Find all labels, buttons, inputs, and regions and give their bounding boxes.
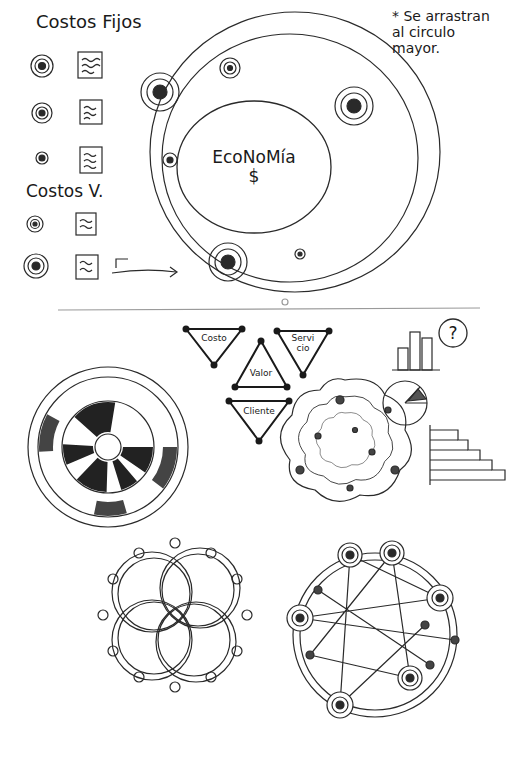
- pie-chart: [383, 381, 427, 425]
- vertex-dot: [284, 384, 291, 391]
- margin-note: * Se arrastran al circulo mayor.: [392, 8, 492, 56]
- circle-outline: [177, 101, 331, 233]
- overlap-circles: [98, 538, 252, 692]
- service-triangle: Servi cio: [274, 328, 332, 378]
- vertex-dot: [211, 362, 218, 369]
- vertex-dot: [226, 398, 233, 405]
- divider-line: [58, 308, 480, 310]
- triangle-outline: [277, 331, 329, 375]
- bar-chart: [392, 332, 440, 370]
- segmented-target: [28, 367, 188, 527]
- vertex-dot: [239, 326, 246, 333]
- drag-arrow: [112, 259, 177, 277]
- value-triangle: Valor: [232, 338, 290, 390]
- triangle-outline: [235, 341, 287, 387]
- vertex-dot: [300, 372, 307, 379]
- node-label: Cliente: [243, 407, 275, 417]
- node-text-box: EcoNoMía$: [195, 129, 314, 204]
- triangle-outline: [229, 401, 289, 441]
- stair-chart: [430, 425, 505, 485]
- circle-outline: [439, 319, 467, 347]
- vertex-dot: [256, 438, 263, 445]
- squiggle-box: [76, 52, 102, 279]
- node-text-box: Costo: [194, 330, 234, 348]
- vertex-dot: [286, 398, 293, 405]
- cost-triangle: Costo: [183, 326, 245, 368]
- node-text-box: Servi cio: [286, 332, 321, 356]
- node-text-box: Valor: [242, 364, 279, 385]
- divider-dot: [282, 299, 288, 305]
- section-heading: Costos Fijos: [36, 12, 156, 33]
- node-outline: [232, 338, 290, 390]
- node-label: EcoNoMía: [212, 148, 295, 167]
- vertex-dot: [183, 326, 190, 333]
- node-text-box: ?: [442, 322, 465, 345]
- question-circle: ?: [438, 318, 468, 348]
- economy-circle: EcoNoMía$: [176, 100, 332, 234]
- network-circle: [287, 541, 459, 718]
- vertex-dot: [274, 328, 281, 335]
- node-outline: [226, 398, 292, 444]
- node-label: Costo: [201, 334, 227, 344]
- client-triangle: Cliente: [226, 398, 292, 444]
- vertex-dot: [232, 384, 239, 391]
- node-label: Valor: [250, 369, 273, 379]
- node-label: $: [249, 167, 260, 186]
- wavy-blob: [280, 379, 411, 502]
- vertex-dot: [258, 338, 265, 345]
- node-label: Servi cio: [286, 334, 321, 354]
- node-label: ?: [448, 324, 457, 343]
- ring-swirl: [141, 58, 373, 281]
- node-outline: [183, 326, 245, 368]
- node-text-box: Cliente: [237, 403, 282, 422]
- cost-swirl: [24, 55, 53, 278]
- vertex-dot: [326, 328, 333, 335]
- triangle-outline: [186, 329, 242, 365]
- section-heading: Costos V.: [26, 182, 126, 202]
